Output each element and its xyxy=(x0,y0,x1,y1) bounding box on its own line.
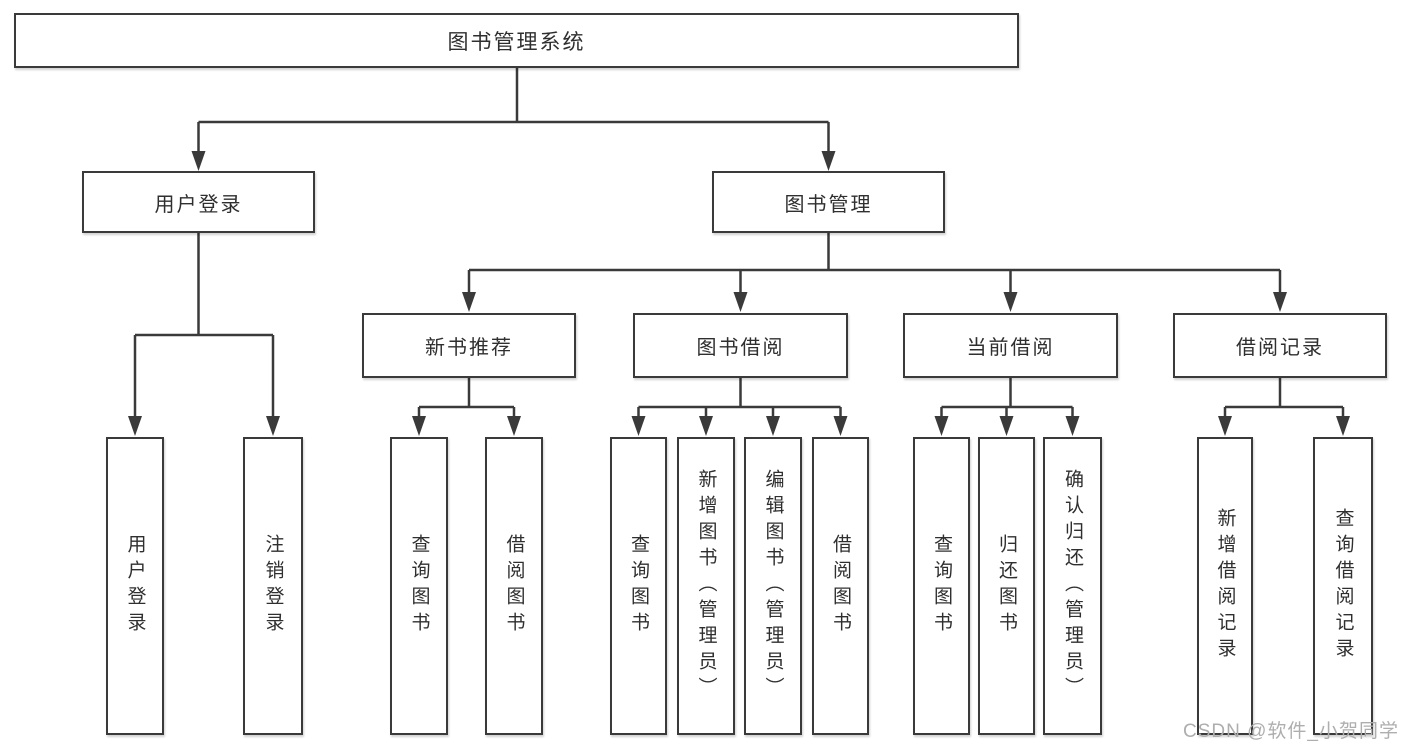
leaf-label: 查询借阅记录 xyxy=(1332,508,1354,664)
leaf-query-books-borrow: 查询图书 xyxy=(610,437,667,735)
node-label: 当前借阅 xyxy=(966,337,1055,359)
arrow-down-icon xyxy=(266,416,280,436)
connector-records-to-leaves xyxy=(1218,378,1350,436)
arrow-down-icon xyxy=(999,416,1014,436)
leaf-label: 借阅图书 xyxy=(830,534,851,638)
arrow-down-icon xyxy=(833,416,848,436)
arrow-down-icon xyxy=(507,416,521,436)
leaf-label: 新增图书（管理员） xyxy=(695,469,717,703)
leaf-label: 归还图书 xyxy=(996,534,1017,638)
node-root-label: 图书管理系统 xyxy=(447,30,586,54)
leaf-query-borrow-record: 查询借阅记录 xyxy=(1313,437,1373,735)
arrow-down-icon xyxy=(821,151,836,171)
connector-newbook-to-leaves xyxy=(412,378,521,436)
connector-bookmgmt-to-level3 xyxy=(462,233,1287,312)
leaf-add-borrow-record: 新增借阅记录 xyxy=(1197,437,1253,735)
leaf-label: 借阅图书 xyxy=(503,534,525,638)
leaf-label: 编辑图书（管理员） xyxy=(762,469,784,703)
leaf-label: 查询图书 xyxy=(628,534,649,638)
node-book-management: 图书管理 xyxy=(712,171,945,233)
connector-userlogin-to-leaves xyxy=(128,233,280,436)
csdn-watermark: CSDN @软件_小贺同学 xyxy=(1183,721,1399,742)
arrow-down-icon xyxy=(934,416,949,436)
arrow-down-icon xyxy=(733,292,748,312)
arrow-down-icon xyxy=(1336,416,1350,436)
node-current-borrow: 当前借阅 xyxy=(903,313,1118,378)
leaf-query-books-recommend: 查询图书 xyxy=(390,437,448,735)
leaf-borrow-books-recommend: 借阅图书 xyxy=(485,437,543,735)
arrow-down-icon xyxy=(128,416,142,436)
node-label: 图书管理 xyxy=(784,193,873,216)
node-label: 新书推荐 xyxy=(425,337,513,359)
node-label: 图书借阅 xyxy=(696,337,785,359)
node-book-borrow: 图书借阅 xyxy=(633,313,848,378)
leaf-confirm-return-admin: 确认归还（管理员） xyxy=(1043,437,1102,735)
arrow-down-icon xyxy=(191,151,206,171)
node-root: 图书管理系统 xyxy=(14,13,1019,68)
leaf-logout-login: 注销登录 xyxy=(243,437,303,735)
arrow-down-icon xyxy=(766,416,780,436)
leaf-add-book-admin: 新增图书（管理员） xyxy=(677,437,735,735)
node-user-login: 用户登录 xyxy=(82,171,315,233)
leaf-label: 用户登录 xyxy=(124,534,146,638)
connector-currentborrow-to-leaves xyxy=(934,378,1080,436)
arrow-down-icon xyxy=(412,416,426,436)
leaf-label: 确认归还（管理员） xyxy=(1062,469,1083,703)
arrow-down-icon xyxy=(1065,416,1080,436)
leaf-edit-book-admin: 编辑图书（管理员） xyxy=(744,437,802,735)
leaf-return-book: 归还图书 xyxy=(978,437,1035,735)
leaf-label: 查询图书 xyxy=(931,534,952,638)
connector-root-to-level2 xyxy=(191,68,836,171)
connector-bookborrow-to-leaves xyxy=(631,378,848,436)
leaf-query-books-current: 查询图书 xyxy=(913,437,970,735)
node-label: 借阅记录 xyxy=(1236,337,1324,359)
leaf-user-login: 用户登录 xyxy=(106,437,164,735)
node-new-book-recommend: 新书推荐 xyxy=(362,313,576,378)
arrow-down-icon xyxy=(462,292,476,312)
node-borrow-records: 借阅记录 xyxy=(1173,313,1387,378)
node-label: 用户登录 xyxy=(154,193,243,216)
leaf-label: 注销登录 xyxy=(262,534,284,638)
arrow-down-icon xyxy=(1273,292,1287,312)
arrow-down-icon xyxy=(1218,416,1232,436)
arrow-down-icon xyxy=(631,416,646,436)
arrow-down-icon xyxy=(699,416,713,436)
leaf-label: 新增借阅记录 xyxy=(1214,508,1236,664)
leaf-borrow-books: 借阅图书 xyxy=(812,437,869,735)
leaf-label: 查询图书 xyxy=(408,534,430,638)
arrow-down-icon xyxy=(1003,292,1018,312)
